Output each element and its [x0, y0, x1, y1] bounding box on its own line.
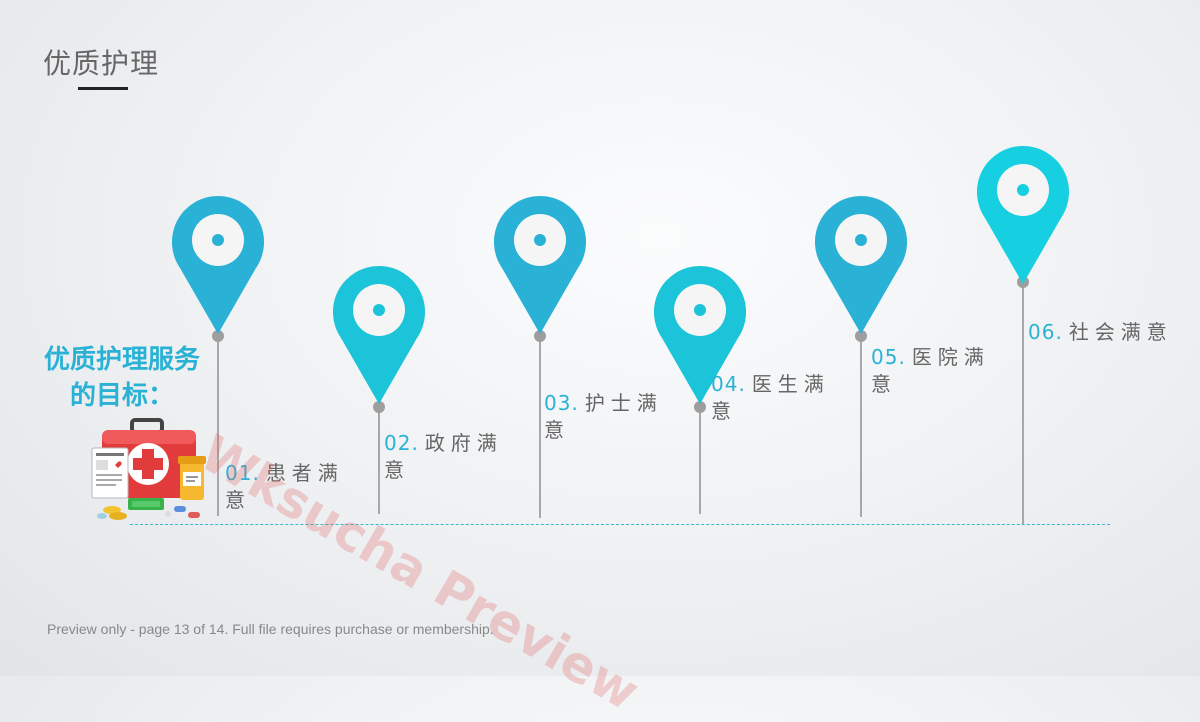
pin-stem: [217, 335, 219, 516]
milestone-number: 05.: [871, 345, 906, 369]
milestone-number: 03.: [544, 391, 579, 415]
pin-dot: [534, 330, 546, 342]
pin-stem: [539, 335, 541, 518]
milestone-label: 02.政府满意: [384, 430, 524, 484]
map-pin-icon: [172, 196, 264, 334]
footer-note: Preview only - page 13 of 14. Full file …: [47, 621, 494, 637]
milestone-label: 04.医生满意: [711, 371, 851, 425]
milestone-number: 06.: [1028, 320, 1063, 344]
pin-stem: [699, 406, 701, 514]
pin-dot: [373, 401, 385, 413]
milestone-text: 护士满意: [544, 391, 663, 442]
milestone-text: 医生满意: [711, 372, 830, 423]
title-underline: [78, 87, 128, 90]
milestone-label: 03.护士满意: [544, 390, 684, 444]
milestone-label: 01.患者满意: [225, 460, 365, 514]
baseline: [130, 524, 1110, 525]
pin-stem: [860, 335, 862, 517]
map-pin-icon: [815, 196, 907, 334]
map-pin-icon: [494, 196, 586, 334]
milestone-text: 政府满意: [384, 431, 503, 482]
milestone-number: 01.: [225, 461, 260, 485]
map-pin-icon: [333, 266, 425, 404]
map-pin-icon: [654, 266, 746, 404]
milestone-number: 02.: [384, 431, 419, 455]
milestone-text: 医院满意: [871, 345, 990, 396]
milestone-label: 05.医院满意: [871, 344, 1011, 398]
pin-stem: [1022, 282, 1024, 524]
pin-stem: [378, 406, 380, 514]
milestone-number: 04.: [711, 372, 746, 396]
map-pin-icon: [977, 146, 1069, 284]
pin-dot: [694, 401, 706, 413]
milestone-text: 社会满意: [1068, 320, 1173, 344]
pin-dot: [212, 330, 224, 342]
milestone-label: 06.社会满意: [1028, 319, 1198, 346]
slide-title: 优质护理: [43, 47, 160, 80]
first-aid-kit-icon: [91, 418, 206, 520]
pin-dot: [855, 330, 867, 342]
milestone-text: 患者满意: [225, 461, 344, 512]
goal-heading: 优质护理服务的目标：: [43, 345, 200, 411]
